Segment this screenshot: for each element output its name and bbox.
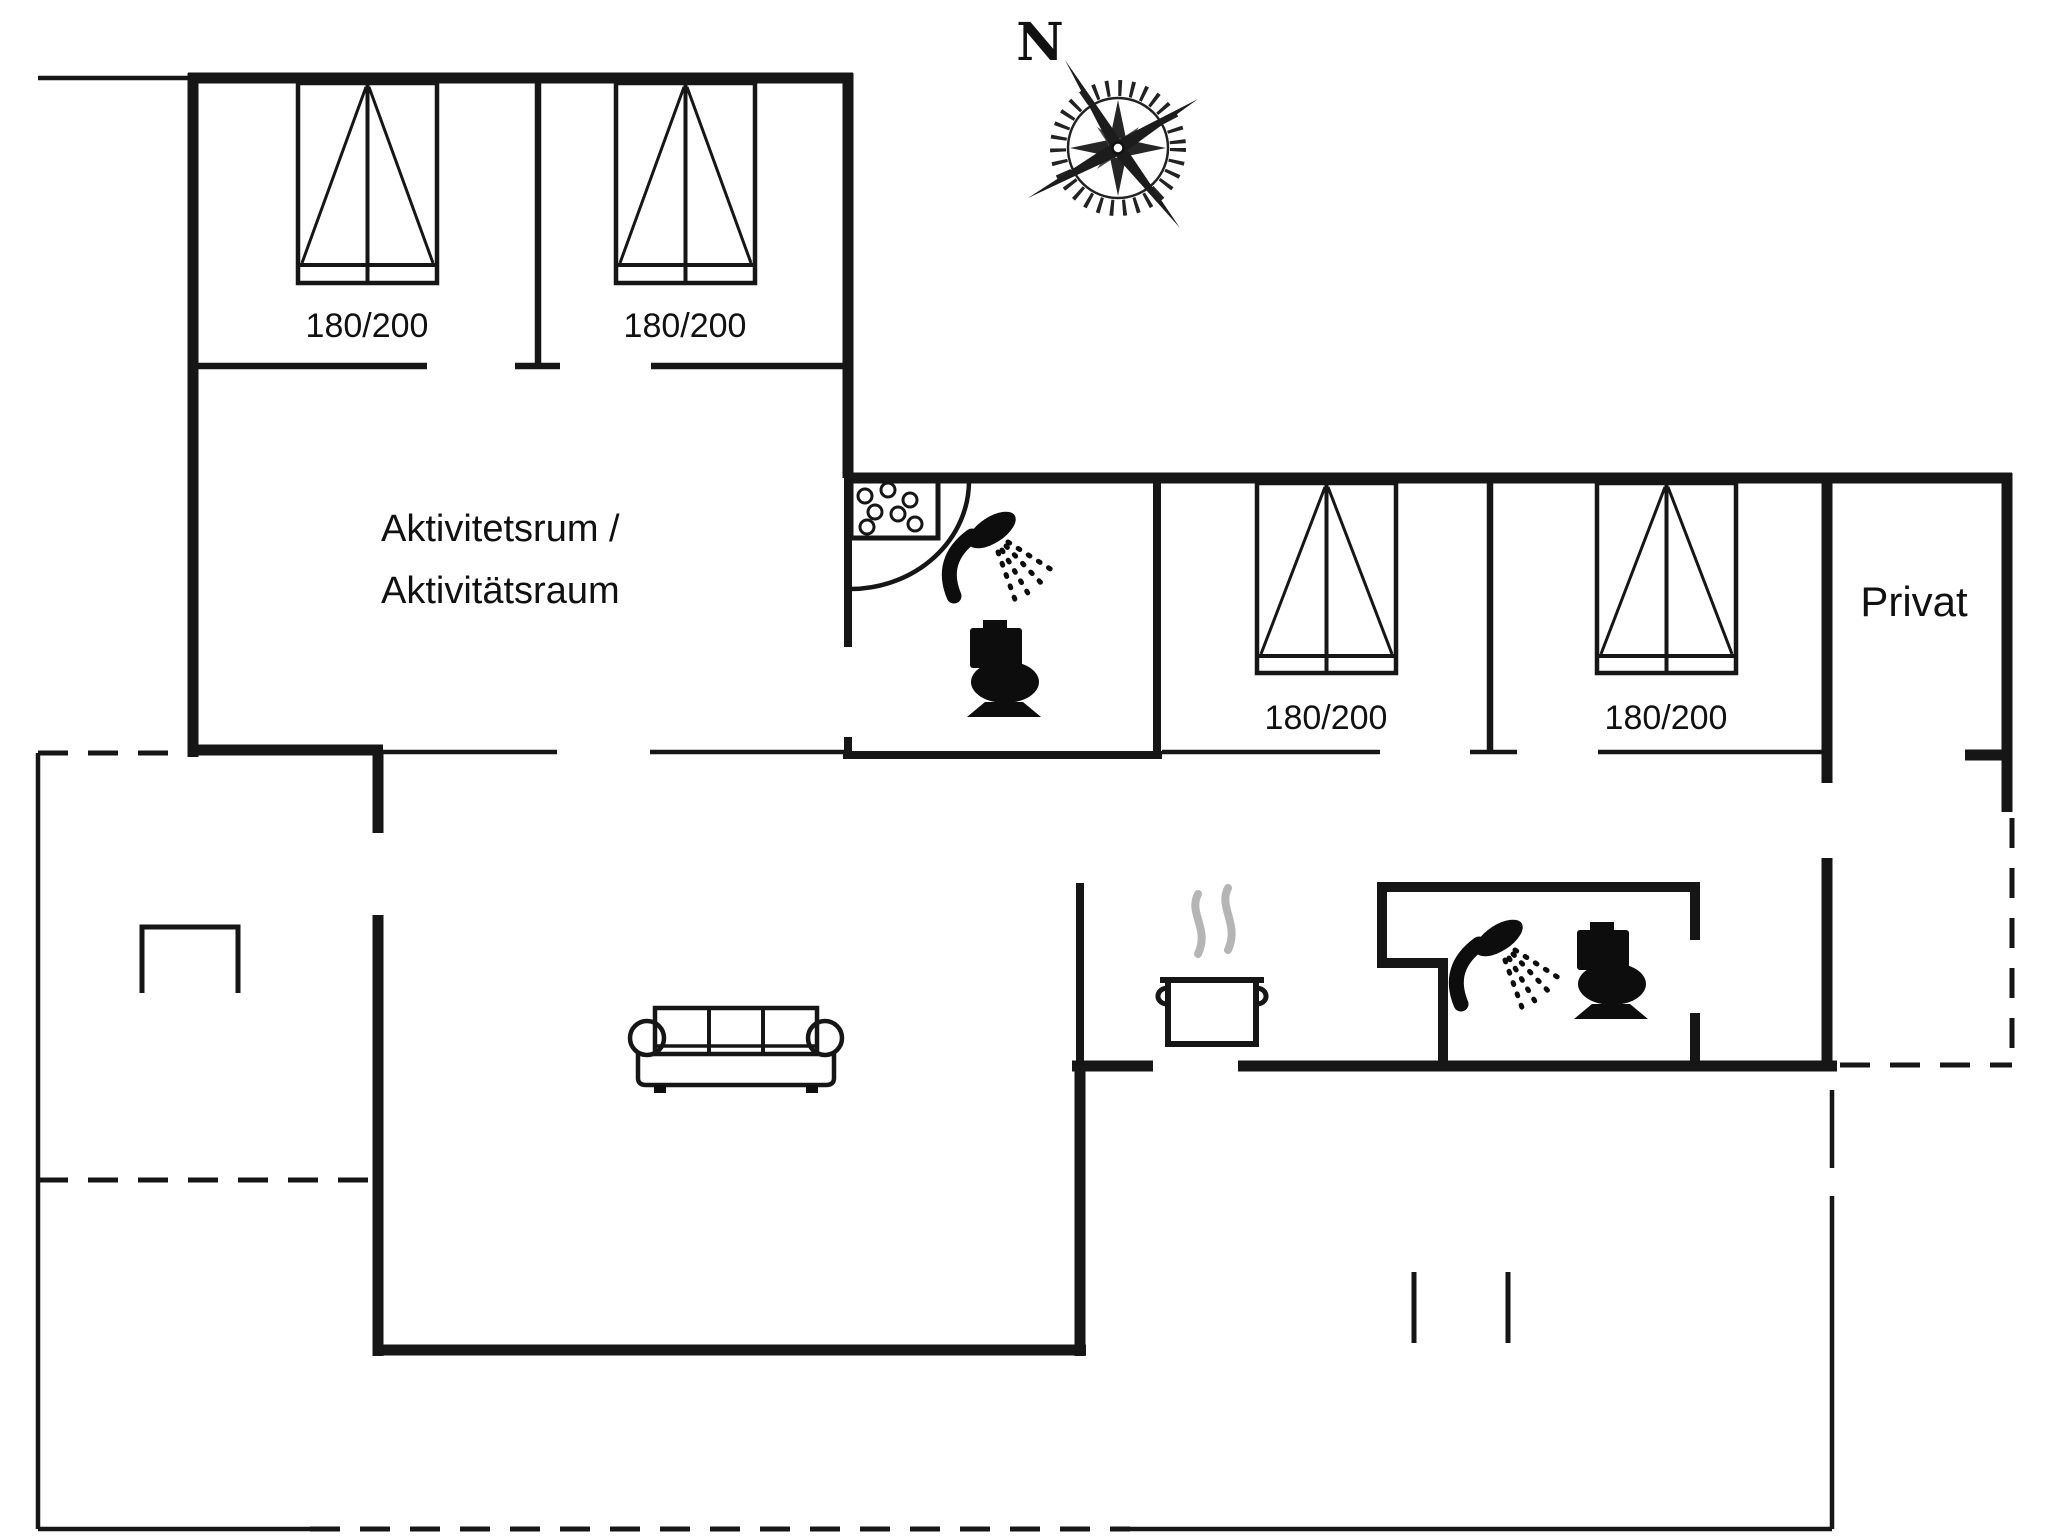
bed-size-label: 180/200: [306, 307, 429, 345]
north-label: N: [1016, 12, 1064, 73]
compass-rose-icon: [1028, 60, 1198, 228]
bed-size-label: 180/200: [1265, 699, 1388, 737]
interior-walls: [193, 78, 1835, 1529]
sofa-icon: [627, 1005, 845, 1093]
toilet-icon: [1574, 922, 1648, 1019]
shower-icon: [1456, 912, 1559, 1016]
terrace-boundaries: [35, 750, 2015, 1532]
bed-size-label: 180/200: [624, 307, 747, 345]
exterior-walls: [38, 72, 2013, 1356]
activity-room-label-line1: Aktivitetsrum /: [381, 508, 620, 550]
shower-corner-arc: [850, 480, 972, 592]
bathroom2-walls: [1377, 882, 1700, 1070]
washbasin-icon: [848, 478, 941, 541]
shower-icon: [949, 504, 1052, 608]
bed-top-right: [613, 80, 758, 286]
cooking-pot-icon: [1155, 884, 1269, 1047]
toilet-icon: [967, 620, 1041, 717]
activity-room-label-line2: Aktivitätsraum: [381, 570, 620, 612]
private-room-label: Privat: [1860, 578, 1968, 625]
bed-top-left: [295, 80, 440, 286]
bed-size-label: 180/200: [1605, 699, 1728, 737]
bed-mid-right: [1594, 480, 1739, 676]
bed-mid-left: [1254, 480, 1399, 676]
terrace-bench-icon: [139, 924, 241, 993]
